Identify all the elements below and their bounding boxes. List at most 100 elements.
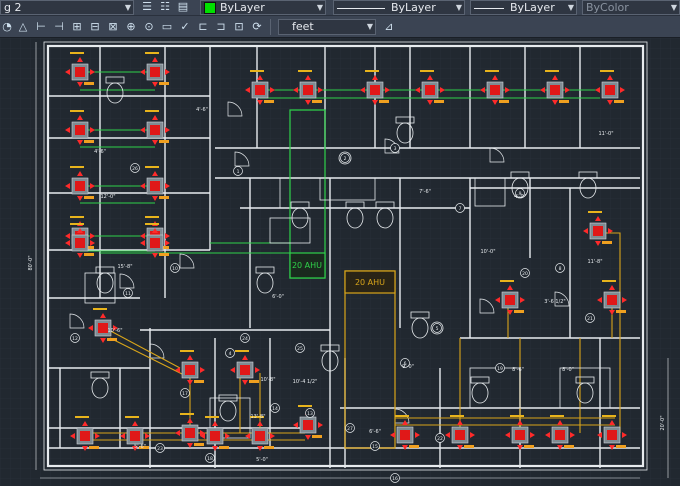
diffuser <box>150 181 160 191</box>
diffuser-tag <box>564 445 574 448</box>
color-combo-value: ByLayer <box>220 1 265 14</box>
properties-toolbar: g 2▼ ☰ ☷ ▤ ByLayer▼ ByLayer▼ ByLayer▼ By… <box>0 0 680 16</box>
restroom-stall <box>474 177 506 207</box>
diffuser-tag-line <box>70 52 84 54</box>
dim-baseline-icon[interactable]: ⊣ <box>54 20 64 33</box>
dim-text-edit-icon[interactable]: ⊐ <box>216 20 226 33</box>
tag-circle <box>70 333 80 343</box>
diffuser-tag <box>434 100 444 103</box>
dimension-toolbar: ◔ △ ⊢ ⊣ ⊞ ⊟ ⊠ ⊕ ⊙ ▭ ✓ ⊏ ⊐ ⊡ ⟳ feet▼ ⊿ <box>0 16 680 38</box>
chevron-down-icon: ▼ <box>124 3 131 12</box>
dim-continue-icon[interactable]: ⊞ <box>72 20 82 33</box>
jogged-linear-icon[interactable]: ✓ <box>180 20 190 33</box>
diffuser-tag-line <box>588 211 602 213</box>
toilet-tank <box>290 201 310 209</box>
diffuser-tag <box>464 445 474 448</box>
diffuser-tag-line <box>75 416 89 418</box>
diffuser <box>555 430 565 440</box>
tag-number: 10 <box>172 266 178 272</box>
dim-style-icon[interactable]: ⊿ <box>384 20 394 33</box>
tags-layer: 1234567891011121314151617181920212223242… <box>70 143 595 483</box>
overall-dimension-left: 80'-0" <box>28 255 34 270</box>
diffuser-tag-line <box>298 70 312 72</box>
room-dimension-label: 4'-0" <box>514 194 526 200</box>
ahu-box <box>344 270 396 294</box>
diffuser-tag-line <box>125 416 139 418</box>
diffuser <box>240 365 250 375</box>
diffuser-tag <box>84 140 94 143</box>
diffuser-tag-line <box>365 70 379 72</box>
room-dimension-label: 8'-6" <box>512 367 524 373</box>
restroom-stall <box>269 217 311 244</box>
diffuser <box>303 85 313 95</box>
room-dimension-label: 10'-4 1/2" <box>293 379 318 385</box>
tag-circle <box>205 453 215 463</box>
duct-line <box>80 71 155 252</box>
drawing-canvas[interactable]: 1234567891011121314151617181920212223242… <box>0 38 680 486</box>
diffuser <box>80 431 90 441</box>
tag-circle <box>345 423 355 433</box>
inspect-icon[interactable]: ▭ <box>161 20 173 33</box>
diffuser <box>185 428 195 438</box>
lineweight-combo[interactable]: ByLayer▼ <box>470 0 577 15</box>
diffuser-tag <box>499 100 509 103</box>
door-swing <box>554 291 570 307</box>
column-marker <box>430 321 444 335</box>
dim-override-icon[interactable]: ⟳ <box>252 20 262 33</box>
tag-circle <box>130 163 140 173</box>
diffuser-tag-line <box>510 415 524 417</box>
lineweight-preview <box>474 7 504 9</box>
chevron-down-icon: ▼ <box>567 3 574 12</box>
diffuser-tag <box>84 246 94 249</box>
room-dimension-label: 10'-6" <box>107 328 122 334</box>
duct-line <box>600 232 621 433</box>
dim-edit-icon[interactable]: ⊏ <box>198 20 208 33</box>
tag-circle <box>225 348 235 358</box>
layer-walk-icon[interactable]: ▤ <box>177 0 189 13</box>
tolerance-icon[interactable]: ⊕ <box>126 20 136 33</box>
tag-circle <box>155 443 165 453</box>
tag-number: 27 <box>347 426 353 432</box>
diffuser <box>75 181 85 191</box>
diffuser-tag-line <box>205 416 219 418</box>
fixtures-layer <box>84 76 611 439</box>
diffuser-tag-line <box>250 70 264 72</box>
toilet-tank <box>575 376 595 384</box>
diffuser <box>607 295 617 305</box>
dim-angular-icon[interactable]: △ <box>18 20 28 33</box>
center-mark-icon[interactable]: ⊙ <box>144 20 154 33</box>
dim-linear-icon[interactable]: ⊢ <box>36 20 46 33</box>
dim-radius-icon[interactable]: ◔ <box>2 20 12 33</box>
diffuser-tag-line <box>180 350 194 352</box>
diffuser-tag <box>159 246 169 249</box>
dim-space-icon[interactable]: ⊟ <box>90 20 100 33</box>
room-dimension-label: 5'-0" <box>256 457 268 463</box>
room-dimension-label: 5'-6" <box>134 444 146 450</box>
drawing-combo[interactable]: g 2▼ <box>0 0 134 15</box>
diffuser <box>515 430 525 440</box>
diffuser-tag-line <box>450 415 464 417</box>
tag-number: 9 <box>519 191 522 197</box>
tag-circle <box>390 143 400 153</box>
room-dimension-label: 15'-8" <box>117 264 132 270</box>
dim-break-icon[interactable]: ⊠ <box>108 20 118 33</box>
tag-circle <box>270 403 280 413</box>
diffuser-tag <box>159 82 169 85</box>
dim-update-icon[interactable]: ⊡ <box>234 20 244 33</box>
diffuser-tag-line <box>550 415 564 417</box>
linetype-combo[interactable]: ByLayer▼ <box>333 0 465 15</box>
door-swing <box>479 298 495 314</box>
tag-number: 22 <box>437 436 443 442</box>
diffuser-tag-line <box>545 70 559 72</box>
color-combo[interactable]: ByLayer▼ <box>200 0 326 15</box>
layer-previous-icon[interactable]: ☷ <box>160 0 170 13</box>
tag-circle <box>305 408 315 418</box>
tag-circle <box>555 263 565 273</box>
tag-number: 18 <box>207 456 213 462</box>
diffuser-tag-line <box>93 308 107 310</box>
diffuser <box>75 238 85 248</box>
layer-states-icon[interactable]: ☰ <box>142 0 152 13</box>
units-combo[interactable]: feet▼ <box>278 19 376 35</box>
plotstyle-combo[interactable]: ByColor▼ <box>582 0 680 15</box>
diffuser <box>255 85 265 95</box>
